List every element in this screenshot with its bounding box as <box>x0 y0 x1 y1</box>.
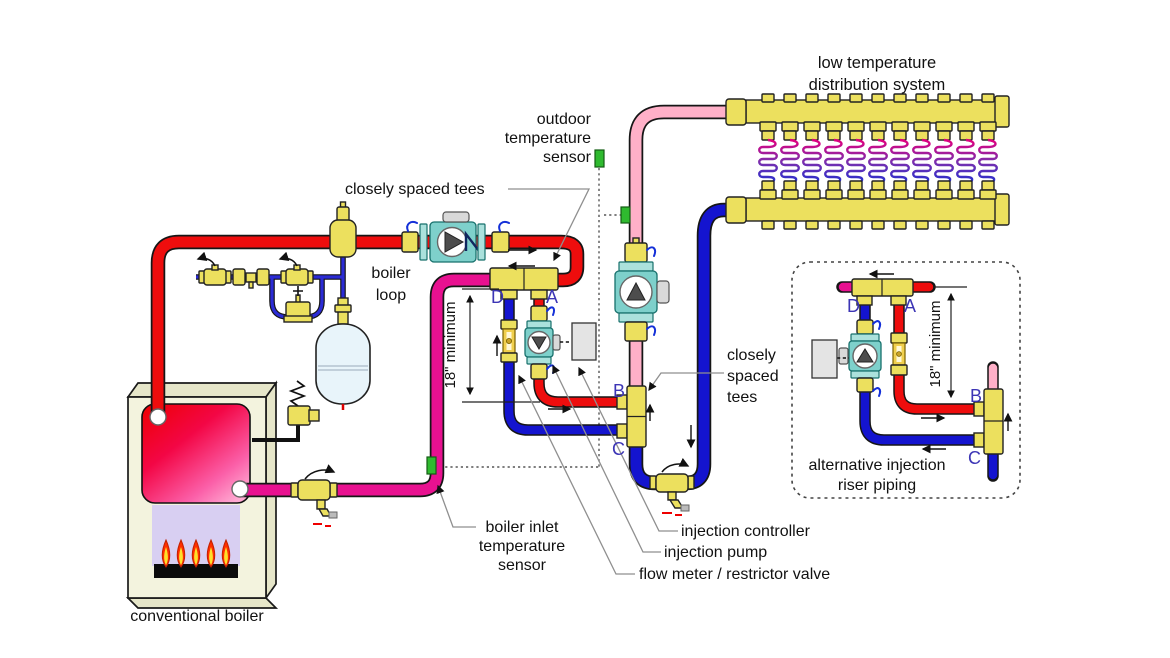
purge-valve-icon <box>649 457 695 516</box>
label-boiler-loop-line2: loop <box>376 287 406 304</box>
pipe-boiler-return <box>242 274 492 496</box>
boiler-top-face <box>126 382 278 398</box>
return-manifold-end-cap <box>994 193 1010 226</box>
boiler-supply-port <box>149 408 167 426</box>
supply-manifold-end-cap <box>994 95 1010 128</box>
injection-controller-box <box>560 322 597 361</box>
supply-manifold <box>745 99 997 124</box>
port-label-d: D <box>491 287 504 307</box>
label-conventional-boiler: conventional boiler <box>130 608 264 625</box>
alternative-riser-panel <box>791 261 1021 499</box>
expansion-tank-icon <box>315 297 371 410</box>
label-injection-controller: injection controller <box>681 523 811 540</box>
alt-flow-meter-icon <box>890 332 908 376</box>
label-outdoor-sensor-line2: temperature <box>505 130 591 147</box>
boiler-heat-exchanger <box>141 403 251 504</box>
ball-valve-icon <box>196 251 232 286</box>
dimension-main <box>462 288 540 403</box>
text-labels: low temperature distribution system outd… <box>130 54 982 625</box>
dimension-alt <box>933 286 967 399</box>
flow-arrows <box>492 245 696 449</box>
pipe-distribution-supply-outline <box>628 104 734 388</box>
pressure-relief-valve-icon <box>287 380 320 426</box>
alt-flow-arrows <box>868 269 1013 454</box>
pipe-distribution-supply <box>630 106 734 388</box>
label-boiler-inlet-line3: sensor <box>498 557 547 574</box>
boiler-loop-circulator-icon <box>401 211 510 263</box>
pipe-distribution-return-outline <box>628 202 734 491</box>
alt-injection-pump-icon <box>838 319 882 397</box>
alt-header-tees <box>851 278 914 306</box>
label-closely-spaced-tees-right-line3: tees <box>727 389 757 406</box>
boiler-bottom-face <box>125 597 279 609</box>
label-closely-spaced-tees-right-line2: spaced <box>727 368 779 385</box>
outdoor-temperature-sensor-icon <box>594 149 605 168</box>
port-label-c: C <box>612 439 625 459</box>
label-flow-meter: flow meter / restrictor valve <box>639 566 830 583</box>
distribution-circulator-icon <box>614 237 670 342</box>
pipe-injection-return <box>504 299 620 435</box>
alt-injection-controller-box <box>811 339 849 379</box>
alt-port-label-d: D <box>847 296 860 316</box>
label-injection-pump: injection pump <box>664 544 767 561</box>
alt-port-label-c: C <box>968 448 981 468</box>
return-manifold-union-nut <box>725 196 747 224</box>
leader-injection-pump <box>552 364 661 553</box>
leader-closely-spaced-tees-top <box>508 188 591 262</box>
leader-flow-meter <box>518 374 635 575</box>
pipe-injection-supply <box>534 299 620 407</box>
alt-port-label-b: B <box>970 386 982 406</box>
makeup-water-assembly <box>196 251 314 323</box>
pipe-injection-return-outline <box>503 299 620 436</box>
conventional-boiler <box>125 380 279 609</box>
pipe-boiler-supply <box>152 236 583 413</box>
pressure-reducing-valve-icon <box>283 286 313 323</box>
distribution-riser-tees <box>616 385 647 448</box>
label-closely-spaced-tees-right-line1: closely <box>727 347 776 364</box>
pipes <box>150 104 734 498</box>
label-outdoor-sensor-line3: sensor <box>543 149 592 166</box>
leader-closely-spaced-tees-right <box>648 372 724 392</box>
sensor-wiring <box>440 168 621 468</box>
label-min-spacing-main: 18" minimum <box>442 301 459 388</box>
flow-meter-icon <box>500 319 518 363</box>
boiler-return-ball-valve-icon <box>290 464 338 527</box>
boiler-loop-tees <box>489 267 559 300</box>
injection-pump-icon <box>524 305 561 380</box>
leader-lines <box>436 188 724 575</box>
supply-temperature-sensor-icon <box>620 206 631 224</box>
boiler-inlet-temperature-sensor-icon <box>426 456 437 475</box>
fast-fill-ball-valve-icon <box>278 251 314 286</box>
burner-bar <box>154 564 238 578</box>
return-manifold <box>745 197 997 222</box>
backflow-preventer-icon <box>232 268 270 289</box>
distribution-manifolds <box>725 92 1010 231</box>
label-distribution-line1: low temperature <box>818 54 936 72</box>
leader-injection-controller <box>578 366 678 532</box>
air-separator-icon <box>329 201 357 258</box>
label-alternative-line1: alternative injection <box>809 457 946 474</box>
label-boiler-loop-line1: boiler <box>371 265 411 282</box>
label-boiler-inlet-line1: boiler inlet <box>486 519 559 536</box>
supply-manifold-union-nut <box>725 98 747 126</box>
label-boiler-inlet-line2: temperature <box>479 538 565 555</box>
label-outdoor-sensor-line1: outdoor <box>537 111 592 128</box>
port-label-a: A <box>546 287 558 307</box>
label-distribution-line2: distribution system <box>809 76 946 94</box>
pipe-distribution-return <box>630 204 734 489</box>
boiler-return-port <box>231 480 249 498</box>
leader-boiler-inlet-sensor <box>436 484 476 528</box>
label-min-spacing-alt: 18" minimum <box>927 300 944 387</box>
label-closely-spaced-tees-top: closely spaced tees <box>345 181 485 198</box>
label-alternative-line2: riser piping <box>838 477 916 494</box>
alt-riser-tees <box>973 388 1004 455</box>
port-label-b: B <box>613 381 625 401</box>
relief-valve-pipe <box>252 425 300 442</box>
alt-port-label-a: A <box>904 296 916 316</box>
